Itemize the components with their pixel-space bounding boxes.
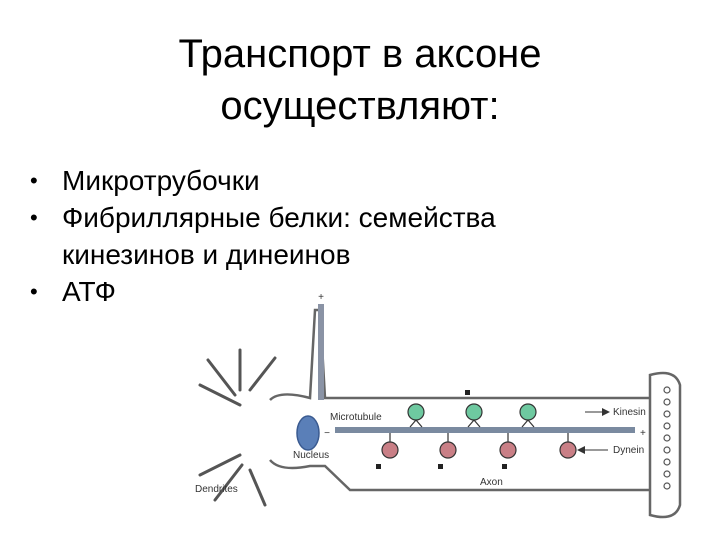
cargo-mark bbox=[502, 464, 507, 469]
microtubule-label: Microtubule bbox=[330, 412, 382, 423]
dendrite-branch bbox=[248, 468, 267, 507]
vesicle bbox=[663, 434, 671, 442]
axon-transport-diagram: + Nucleus Microtubule − + bbox=[195, 292, 682, 519]
dendrite-branch bbox=[248, 356, 277, 392]
dynein-motor bbox=[381, 433, 399, 459]
bullet-text: Микротрубочки bbox=[62, 165, 260, 196]
kinesin-arrow-head bbox=[602, 408, 610, 416]
vesicle bbox=[663, 458, 671, 466]
plus-label-right: + bbox=[640, 428, 646, 439]
bullet-text: Фибриллярные белки: семейства кинезинов … bbox=[62, 202, 496, 270]
bullet-dot-icon: • bbox=[30, 168, 38, 193]
dendrite-branch bbox=[206, 358, 237, 397]
vesicle bbox=[663, 410, 671, 418]
minus-label: − bbox=[324, 428, 330, 439]
kinesin-motor bbox=[465, 403, 483, 428]
bullet-dot-icon: • bbox=[30, 205, 38, 230]
vesicle bbox=[663, 482, 671, 490]
vesicle bbox=[663, 446, 671, 454]
dynein-arrow-head bbox=[577, 446, 585, 454]
cargo-mark bbox=[376, 464, 381, 469]
dynein-motors bbox=[381, 433, 577, 459]
kinesin-motor bbox=[519, 403, 537, 428]
bullet-text: АТФ bbox=[62, 276, 116, 307]
dendrite-branch bbox=[213, 463, 244, 502]
kinesin-label: Kinesin bbox=[613, 407, 646, 418]
dendrite-branch bbox=[198, 383, 242, 407]
plus-label-top: + bbox=[318, 292, 324, 303]
dendrites-label: Dendrites bbox=[195, 484, 238, 495]
dendrite-branch bbox=[198, 453, 242, 477]
dendrites-group bbox=[198, 348, 277, 507]
cargo-mark bbox=[438, 464, 443, 469]
kinesin-motor bbox=[407, 403, 425, 428]
dynein-label: Dynein bbox=[613, 445, 644, 456]
bullet-item: • АТФ bbox=[30, 273, 590, 310]
nucleus bbox=[296, 415, 320, 451]
vesicle bbox=[663, 386, 671, 394]
nucleus-label: Nucleus bbox=[293, 450, 329, 461]
vesicle bbox=[663, 398, 671, 406]
vesicle bbox=[663, 470, 671, 478]
dynein-motor bbox=[439, 433, 457, 459]
bullet-item: • Микротрубочки bbox=[30, 162, 590, 199]
dynein-motor bbox=[499, 433, 517, 459]
upper-process bbox=[318, 304, 324, 400]
axon-terminal bbox=[648, 371, 682, 519]
vesicle bbox=[663, 422, 671, 430]
bullet-dot-icon: • bbox=[30, 279, 38, 304]
slide-title-line-1: Транспорт в аксоне bbox=[178, 32, 542, 76]
bullet-item: • Фибриллярные белки: семейства кинезино… bbox=[30, 199, 590, 273]
cargo-marks bbox=[376, 390, 507, 469]
kinesin-motors bbox=[407, 403, 537, 428]
microtubule bbox=[335, 427, 635, 433]
slide-title-line-2: осуществляют: bbox=[220, 84, 500, 128]
slide-title: Транспорт в аксоне осуществляют: bbox=[90, 28, 630, 132]
bullet-list: • Микротрубочки • Фибриллярные белки: се… bbox=[30, 162, 590, 310]
axon-label: Axon bbox=[480, 477, 503, 488]
cargo-mark bbox=[465, 390, 470, 395]
dynein-motor bbox=[559, 433, 577, 459]
cell-body-outline bbox=[269, 308, 650, 492]
synaptic-vesicles bbox=[663, 386, 671, 490]
